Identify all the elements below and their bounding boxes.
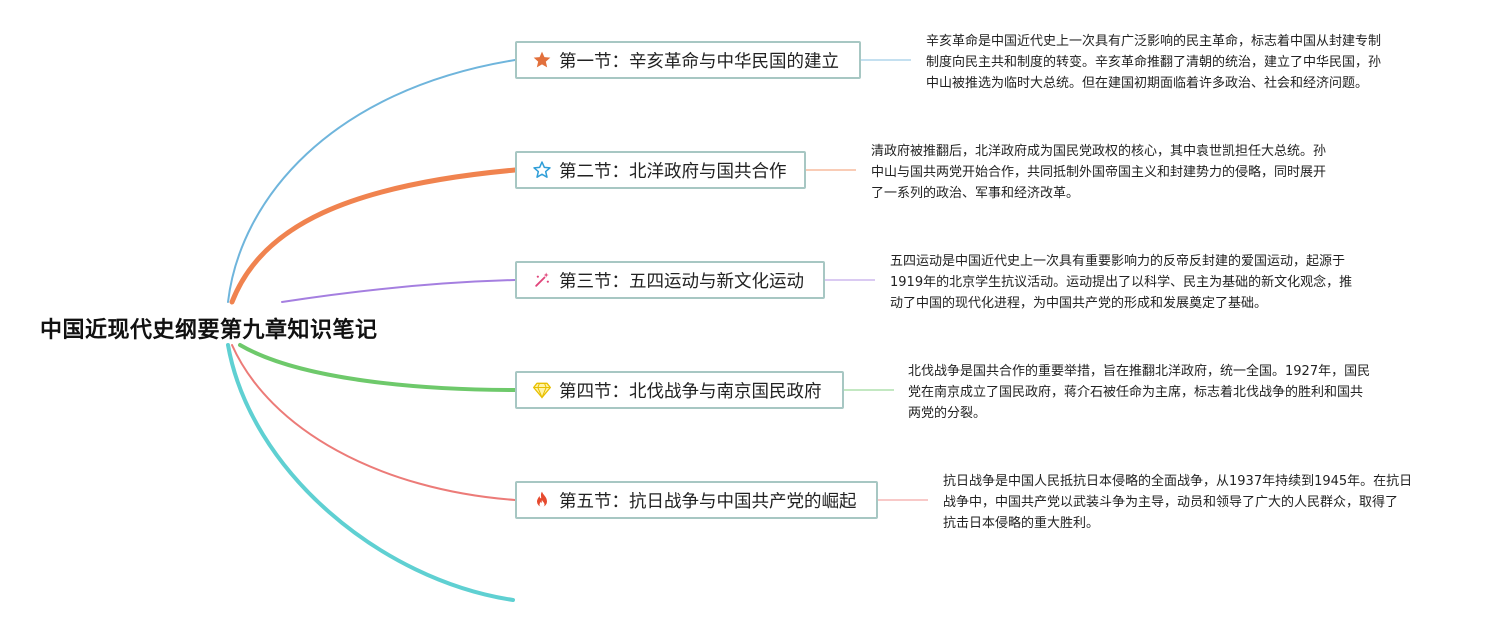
section-label-2: 第二节：北洋政府与国共合作 xyxy=(559,161,787,182)
section-desc-3: 五四运动是中国近代史上一次具有重要影响力的反帝反封建的爱国运动，起源于 1919… xyxy=(890,251,1352,314)
branch-line-5 xyxy=(231,344,516,501)
star-filled-icon xyxy=(531,49,553,71)
desc-line: 抗日战争是中国人民抵抗日本侵略的全面战争，从1937年持续到1945年。在抗日 xyxy=(943,474,1413,489)
section-node-1[interactable]: 第一节：辛亥革命与中华民国的建立 xyxy=(515,41,861,79)
section-label-1: 第一节：辛亥革命与中华民国的建立 xyxy=(559,51,839,72)
diamond-icon xyxy=(531,379,553,401)
section-node-2[interactable]: 第二节：北洋政府与国共合作 xyxy=(515,151,806,189)
desc-line: 战争中，中国共产党以武装斗争为主导，动员和领导了广大的人民群众，取得了 xyxy=(943,495,1399,510)
root-topic[interactable]: 中国近现代史纲要第九章知识笔记 xyxy=(40,318,378,343)
section-node-5[interactable]: 第五节：抗日战争与中国共产党的崛起 xyxy=(515,481,878,519)
desc-line: 1919年的北京学生抗议活动。运动提出了以科学、民主为基础的新文化观念，推 xyxy=(890,275,1353,290)
desc-line: 中山与国共两党开始合作，共同抵制外国帝国主义和封建势力的侵略，同时展开 xyxy=(871,165,1327,180)
desc-line: 动了中国的现代化进程，为中国共产党的形成和发展奠定了基础。 xyxy=(890,296,1268,311)
desc-line: 清政府被推翻后，北洋政府成为国民党政权的核心，其中袁世凯担任大总统。孙 xyxy=(871,144,1327,159)
section-label-4: 第四节：北伐战争与南京国民政府 xyxy=(559,381,822,402)
desc-line: 制度向民主共和制度的转变。辛亥革命推翻了清朝的统治，建立了中华民国，孙 xyxy=(926,55,1382,70)
branch-line-3 xyxy=(281,279,516,303)
section-desc-1: 辛亥革命是中国近代史上一次具有广泛影响的民主革命，标志着中国从封建专制 制度向民… xyxy=(926,31,1381,94)
section-desc-5: 抗日战争是中国人民抵抗日本侵略的全面战争，从1937年持续到1945年。在抗日 … xyxy=(943,471,1412,534)
desc-line: 辛亥革命是中国近代史上一次具有广泛影响的民主革命，标志着中国从封建专制 xyxy=(926,34,1382,49)
desc-line: 北伐战争是国共合作的重要举措，旨在推翻北洋政府，统一全国。1927年，国民 xyxy=(908,364,1371,379)
desc-line: 抗击日本侵略的重大胜利。 xyxy=(943,516,1100,531)
section-label-3: 第三节：五四运动与新文化运动 xyxy=(559,271,804,292)
branch-line-1 xyxy=(227,59,516,303)
section-desc-2: 清政府被推翻后，北洋政府成为国民党政权的核心，其中袁世凯担任大总统。孙 中山与国… xyxy=(871,141,1326,204)
sparkle-wand-icon xyxy=(531,269,553,291)
branch-line-4 xyxy=(238,343,517,392)
desc-line: 了一系列的政治、军事和经济改革。 xyxy=(871,186,1080,201)
section-node-3[interactable]: 第三节：五四运动与新文化运动 xyxy=(515,261,825,299)
fire-icon xyxy=(531,489,553,511)
section-node-4[interactable]: 第四节：北伐战争与南京国民政府 xyxy=(515,371,844,409)
section-desc-4: 北伐战争是国共合作的重要举措，旨在推翻北洋政府，统一全国。1927年，国民 党在… xyxy=(908,361,1370,424)
desc-line: 党在南京成立了国民政府，蒋介石被任命为主席，标志着北伐战争的胜利和国共 xyxy=(908,385,1364,400)
branch-line-2 xyxy=(229,167,518,305)
desc-line: 五四运动是中国近代史上一次具有重要影响力的反帝反封建的爱国运动，起源于 xyxy=(890,254,1346,269)
desc-line: 两党的分裂。 xyxy=(908,406,987,421)
star-outline-icon xyxy=(531,159,553,181)
section-label-5: 第五节：抗日战争与中国共产党的崛起 xyxy=(559,491,857,512)
branch-line-6 xyxy=(226,343,515,602)
desc-line: 中山被推选为临时大总统。但在建国初期面临着许多政治、社会和经济问题。 xyxy=(926,76,1369,91)
